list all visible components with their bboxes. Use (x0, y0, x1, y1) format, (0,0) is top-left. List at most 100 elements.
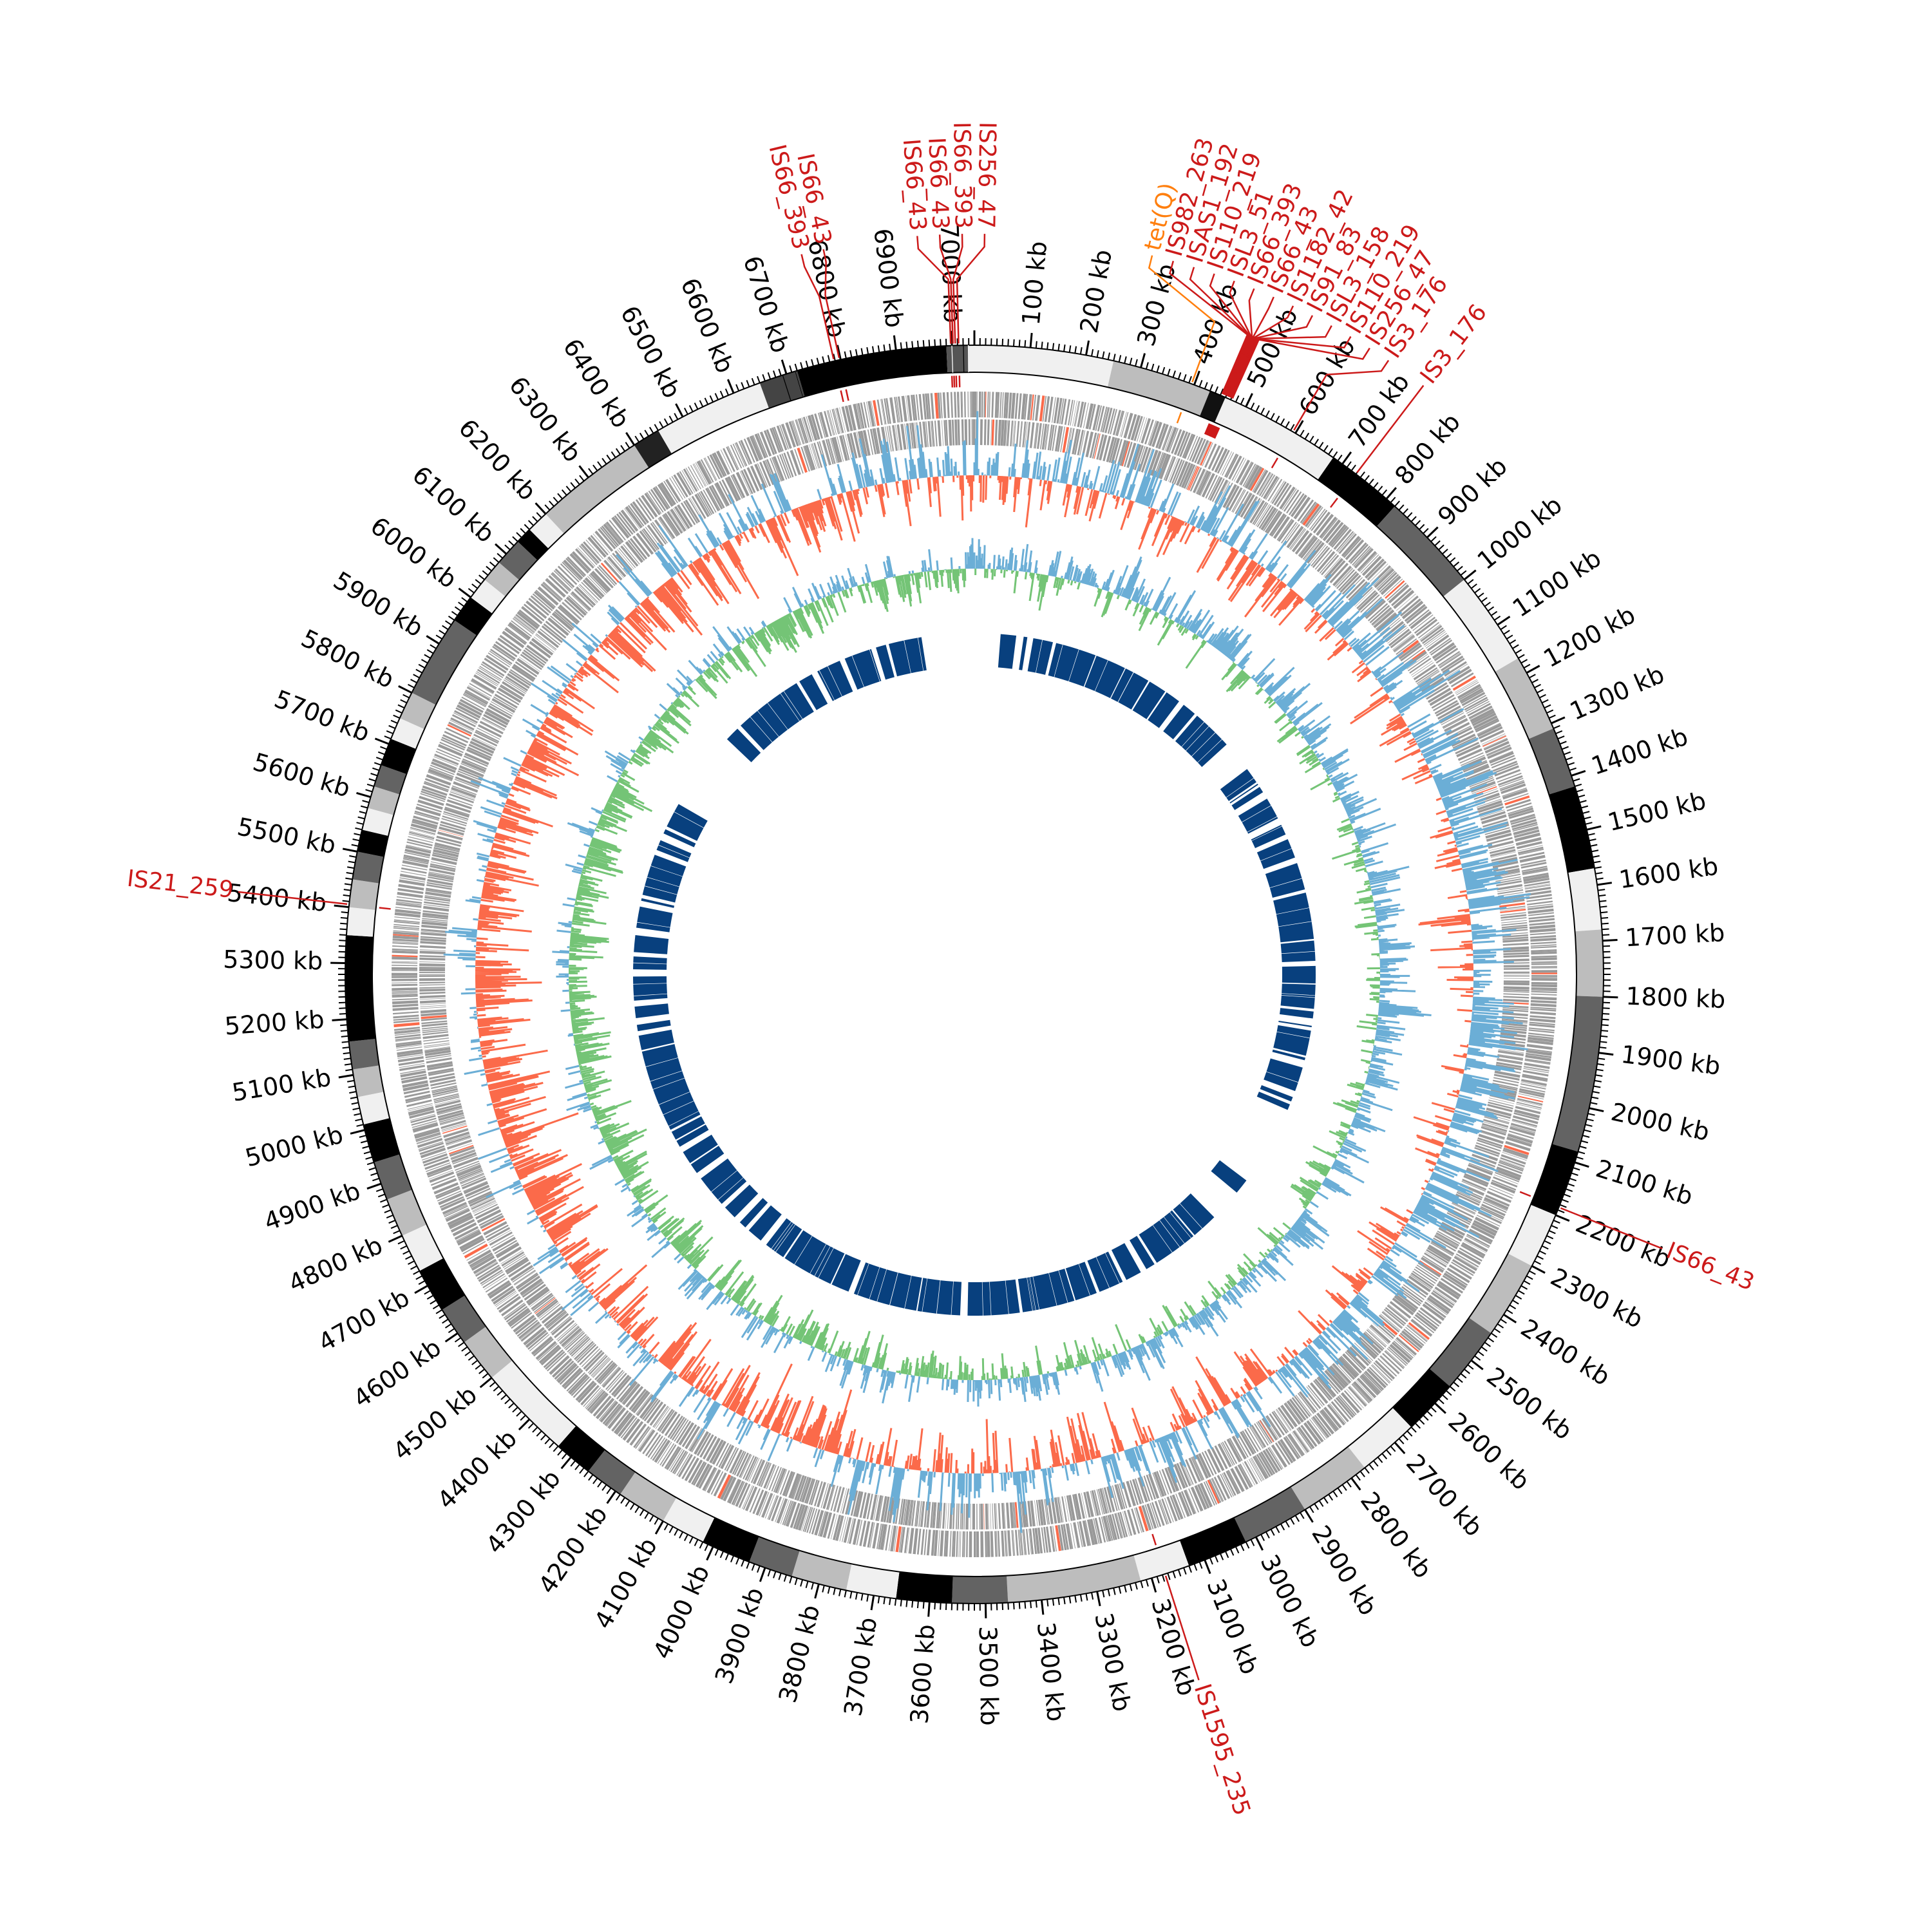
gene-block (752, 1459, 762, 1483)
gene-block (894, 397, 899, 423)
gene-block (420, 1007, 446, 1009)
gene-block (826, 410, 834, 436)
minor-tick (342, 900, 350, 902)
minor-tick (1481, 597, 1488, 603)
gene-block (703, 489, 717, 513)
ideogram-band (1495, 658, 1554, 739)
gene-block (491, 697, 516, 714)
gene-block (1161, 425, 1171, 450)
gene-block (677, 504, 693, 527)
gene-block (1345, 539, 1365, 560)
gene-block (484, 710, 509, 726)
minor-tick (1584, 816, 1591, 820)
minor-tick (339, 928, 347, 931)
gene-block (402, 1083, 429, 1092)
gene-block (1442, 1274, 1465, 1291)
gene-block (423, 904, 450, 909)
gene-block (1175, 460, 1189, 486)
gene-block (1392, 1297, 1414, 1316)
gene-block (474, 1204, 498, 1217)
gene-block (422, 918, 448, 922)
gene-block (1283, 1436, 1300, 1460)
gene-block (412, 1120, 437, 1128)
minor-tick (1118, 1586, 1122, 1594)
gene-block (667, 1416, 683, 1438)
gene-block (462, 758, 487, 770)
gene-block (1208, 445, 1221, 470)
gene-block (1027, 1501, 1032, 1527)
inner-block (671, 1116, 705, 1140)
gene-block (900, 1526, 905, 1553)
major-tick (1204, 1559, 1211, 1575)
gene-block (420, 1003, 446, 1005)
gene-block (1244, 1461, 1258, 1484)
minor-tick (699, 1541, 704, 1549)
gene-block (1531, 955, 1557, 958)
gene-block (937, 392, 942, 419)
minor-tick (1537, 688, 1544, 694)
gene-block (1439, 708, 1463, 722)
gene-block (1463, 1240, 1487, 1253)
tick-label: 1400 kb (1587, 722, 1691, 781)
tick-label: 5200 kb (223, 1005, 325, 1041)
gene-block (1365, 558, 1385, 579)
gene-block (1520, 862, 1547, 869)
gene-block (580, 544, 598, 564)
gene-block (1312, 547, 1331, 568)
gene-block (1466, 1235, 1490, 1249)
gene-block (775, 1497, 784, 1522)
gene-block (431, 857, 457, 866)
gene-block (458, 701, 482, 716)
minor-tick (1544, 704, 1551, 709)
gene-block (781, 453, 791, 478)
gene-block (1121, 412, 1129, 437)
gene-block (1092, 433, 1099, 459)
gene-block (1443, 1272, 1467, 1289)
gene-block (1416, 618, 1438, 636)
gene-block (1497, 887, 1523, 893)
gene-block (569, 1336, 590, 1356)
gene-block (1226, 1470, 1240, 1495)
gene-block (1114, 1484, 1124, 1510)
major-tick (374, 737, 390, 745)
gene-block (450, 1218, 475, 1233)
minor-tick (654, 424, 659, 431)
inner-block (869, 649, 882, 682)
gene-block (974, 392, 977, 418)
gene-block (676, 1421, 692, 1444)
minor-tick (1567, 1183, 1575, 1187)
gene-block (1037, 1528, 1043, 1554)
gene-block (447, 1212, 472, 1226)
major-tick (1029, 332, 1033, 348)
gene-block (734, 1451, 746, 1475)
gene-block (399, 873, 426, 881)
gene-block (402, 860, 428, 868)
gene-block (419, 949, 446, 951)
gene-block (1530, 935, 1557, 939)
gene-block (942, 1502, 946, 1529)
inner-block (690, 1146, 724, 1173)
gene-block (1448, 1264, 1472, 1280)
minor-tick (630, 1503, 635, 1510)
gene-block (1530, 1003, 1557, 1007)
gene-block (620, 1417, 638, 1439)
minor-tick (1595, 1074, 1603, 1077)
minor-tick (1373, 1460, 1379, 1467)
gene-block (1417, 1261, 1441, 1278)
gene-block (1323, 557, 1341, 577)
gene-block (431, 1082, 457, 1090)
major-tick (334, 904, 349, 909)
gene-block (448, 1214, 473, 1229)
minor-tick (905, 1600, 908, 1607)
gene-block (638, 497, 655, 520)
minor-tick (844, 1590, 847, 1598)
gene-block (1480, 1206, 1504, 1218)
gene-block (1289, 528, 1305, 549)
gene-block (1123, 1510, 1132, 1536)
gene-block (1448, 726, 1473, 741)
gene-block (1357, 551, 1377, 572)
gene-block (1482, 1201, 1507, 1213)
gene-block (907, 395, 913, 421)
gene-block (551, 573, 571, 592)
gene-block (1455, 1255, 1478, 1269)
